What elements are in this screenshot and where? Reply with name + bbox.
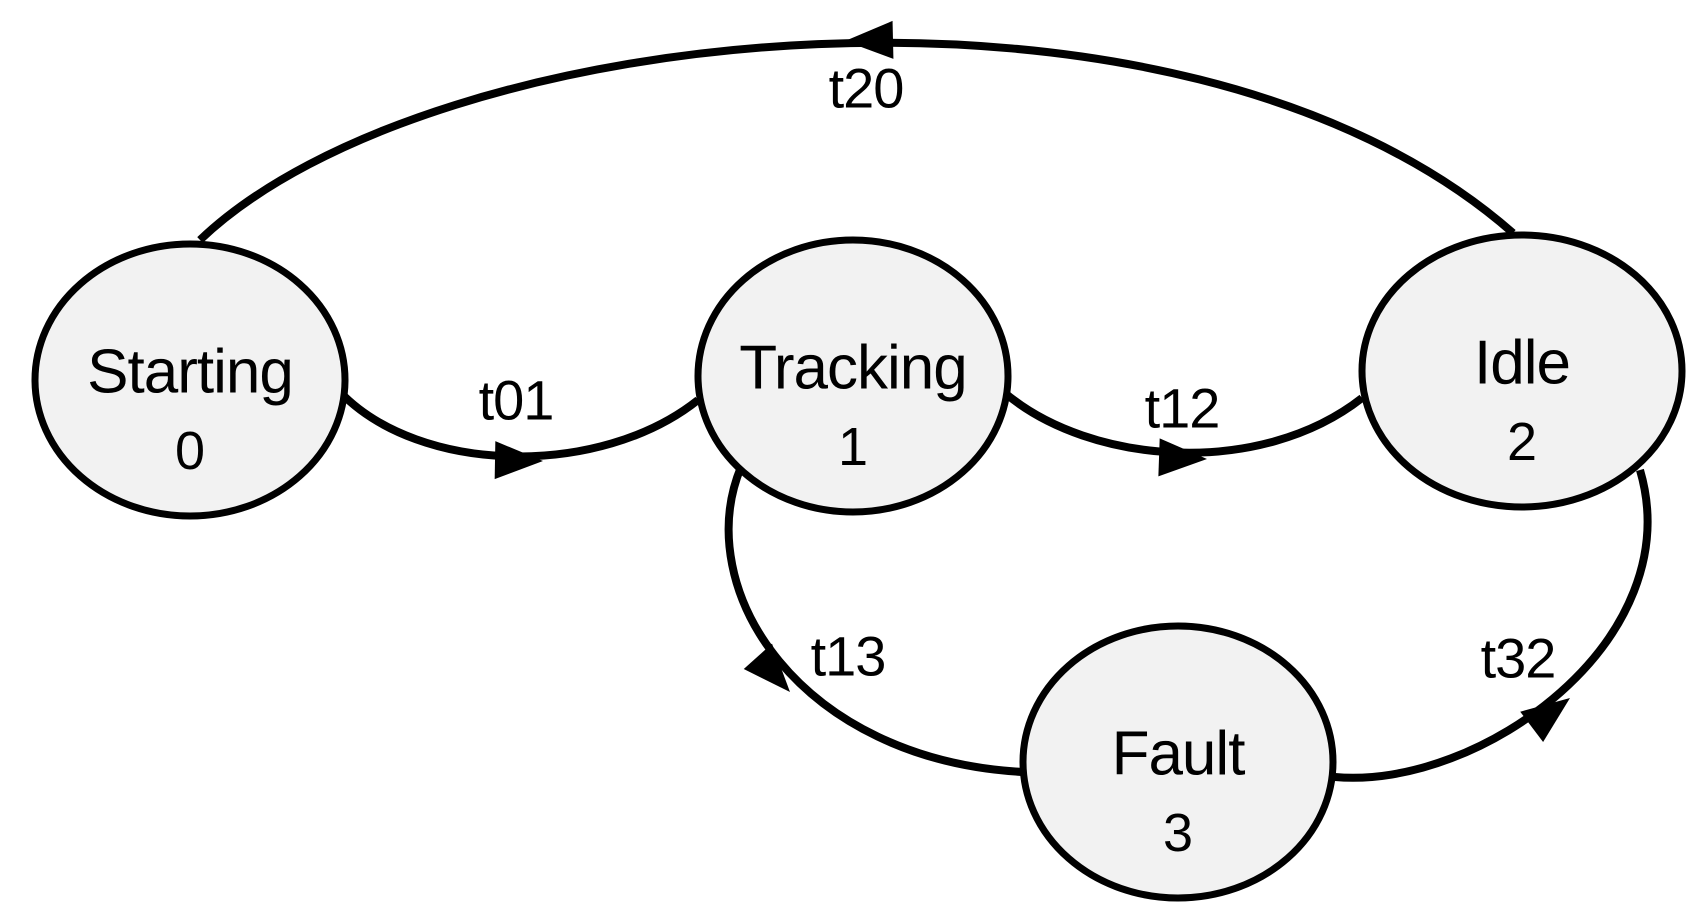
state-ellipse-tracking bbox=[694, 236, 1012, 516]
state-node-fault: Fault 3 bbox=[1019, 622, 1337, 902]
state-ellipse-starting bbox=[31, 240, 349, 520]
state-node-idle: Idle 2 bbox=[1358, 231, 1686, 511]
state-ellipse-fault bbox=[1019, 622, 1337, 902]
arrowhead-icon-t12 bbox=[1158, 438, 1207, 477]
state-node-tracking: Tracking 1 bbox=[694, 236, 1012, 516]
state-name-idle: Idle bbox=[1474, 329, 1570, 398]
transition-label-t32: t32 bbox=[1481, 627, 1556, 690]
transition-t13: t13 bbox=[724, 465, 1024, 776]
state-nodes: Starting 0 Tracking 1 Idle 2 Fault 3 bbox=[31, 231, 1686, 902]
state-name-fault: Fault bbox=[1112, 720, 1246, 789]
transition-label-t01: t01 bbox=[479, 369, 554, 432]
state-name-tracking: Tracking bbox=[739, 334, 966, 403]
arrowhead-icon-t20 bbox=[845, 20, 894, 59]
transition-curve-t13 bbox=[724, 465, 1024, 776]
state-id-starting: 0 bbox=[175, 421, 205, 481]
state-name-starting: Starting bbox=[87, 338, 293, 407]
arrowhead-icon-t01 bbox=[494, 441, 543, 480]
transition-edges: t20 t01 t12 t13 bbox=[197, 20, 1652, 782]
transition-t01: t01 bbox=[337, 369, 701, 480]
transition-t32: t32 bbox=[1334, 468, 1652, 782]
state-id-tracking: 1 bbox=[838, 417, 868, 477]
transition-t20: t20 bbox=[197, 20, 1516, 243]
transition-label-t13: t13 bbox=[811, 625, 886, 688]
state-node-starting: Starting 0 bbox=[31, 240, 349, 520]
arrowhead-icon-t13 bbox=[743, 643, 790, 692]
state-id-idle: 2 bbox=[1507, 412, 1537, 472]
transition-label-t20: t20 bbox=[829, 57, 904, 120]
state-ellipse-idle bbox=[1358, 231, 1686, 511]
transition-curve-t32 bbox=[1334, 468, 1652, 782]
transition-t12: t12 bbox=[1002, 377, 1365, 477]
arrowhead-icon-t32 bbox=[1520, 698, 1570, 743]
transition-label-t12: t12 bbox=[1145, 377, 1220, 440]
transition-curve-t20 bbox=[197, 38, 1516, 243]
state-id-fault: 3 bbox=[1163, 803, 1193, 863]
